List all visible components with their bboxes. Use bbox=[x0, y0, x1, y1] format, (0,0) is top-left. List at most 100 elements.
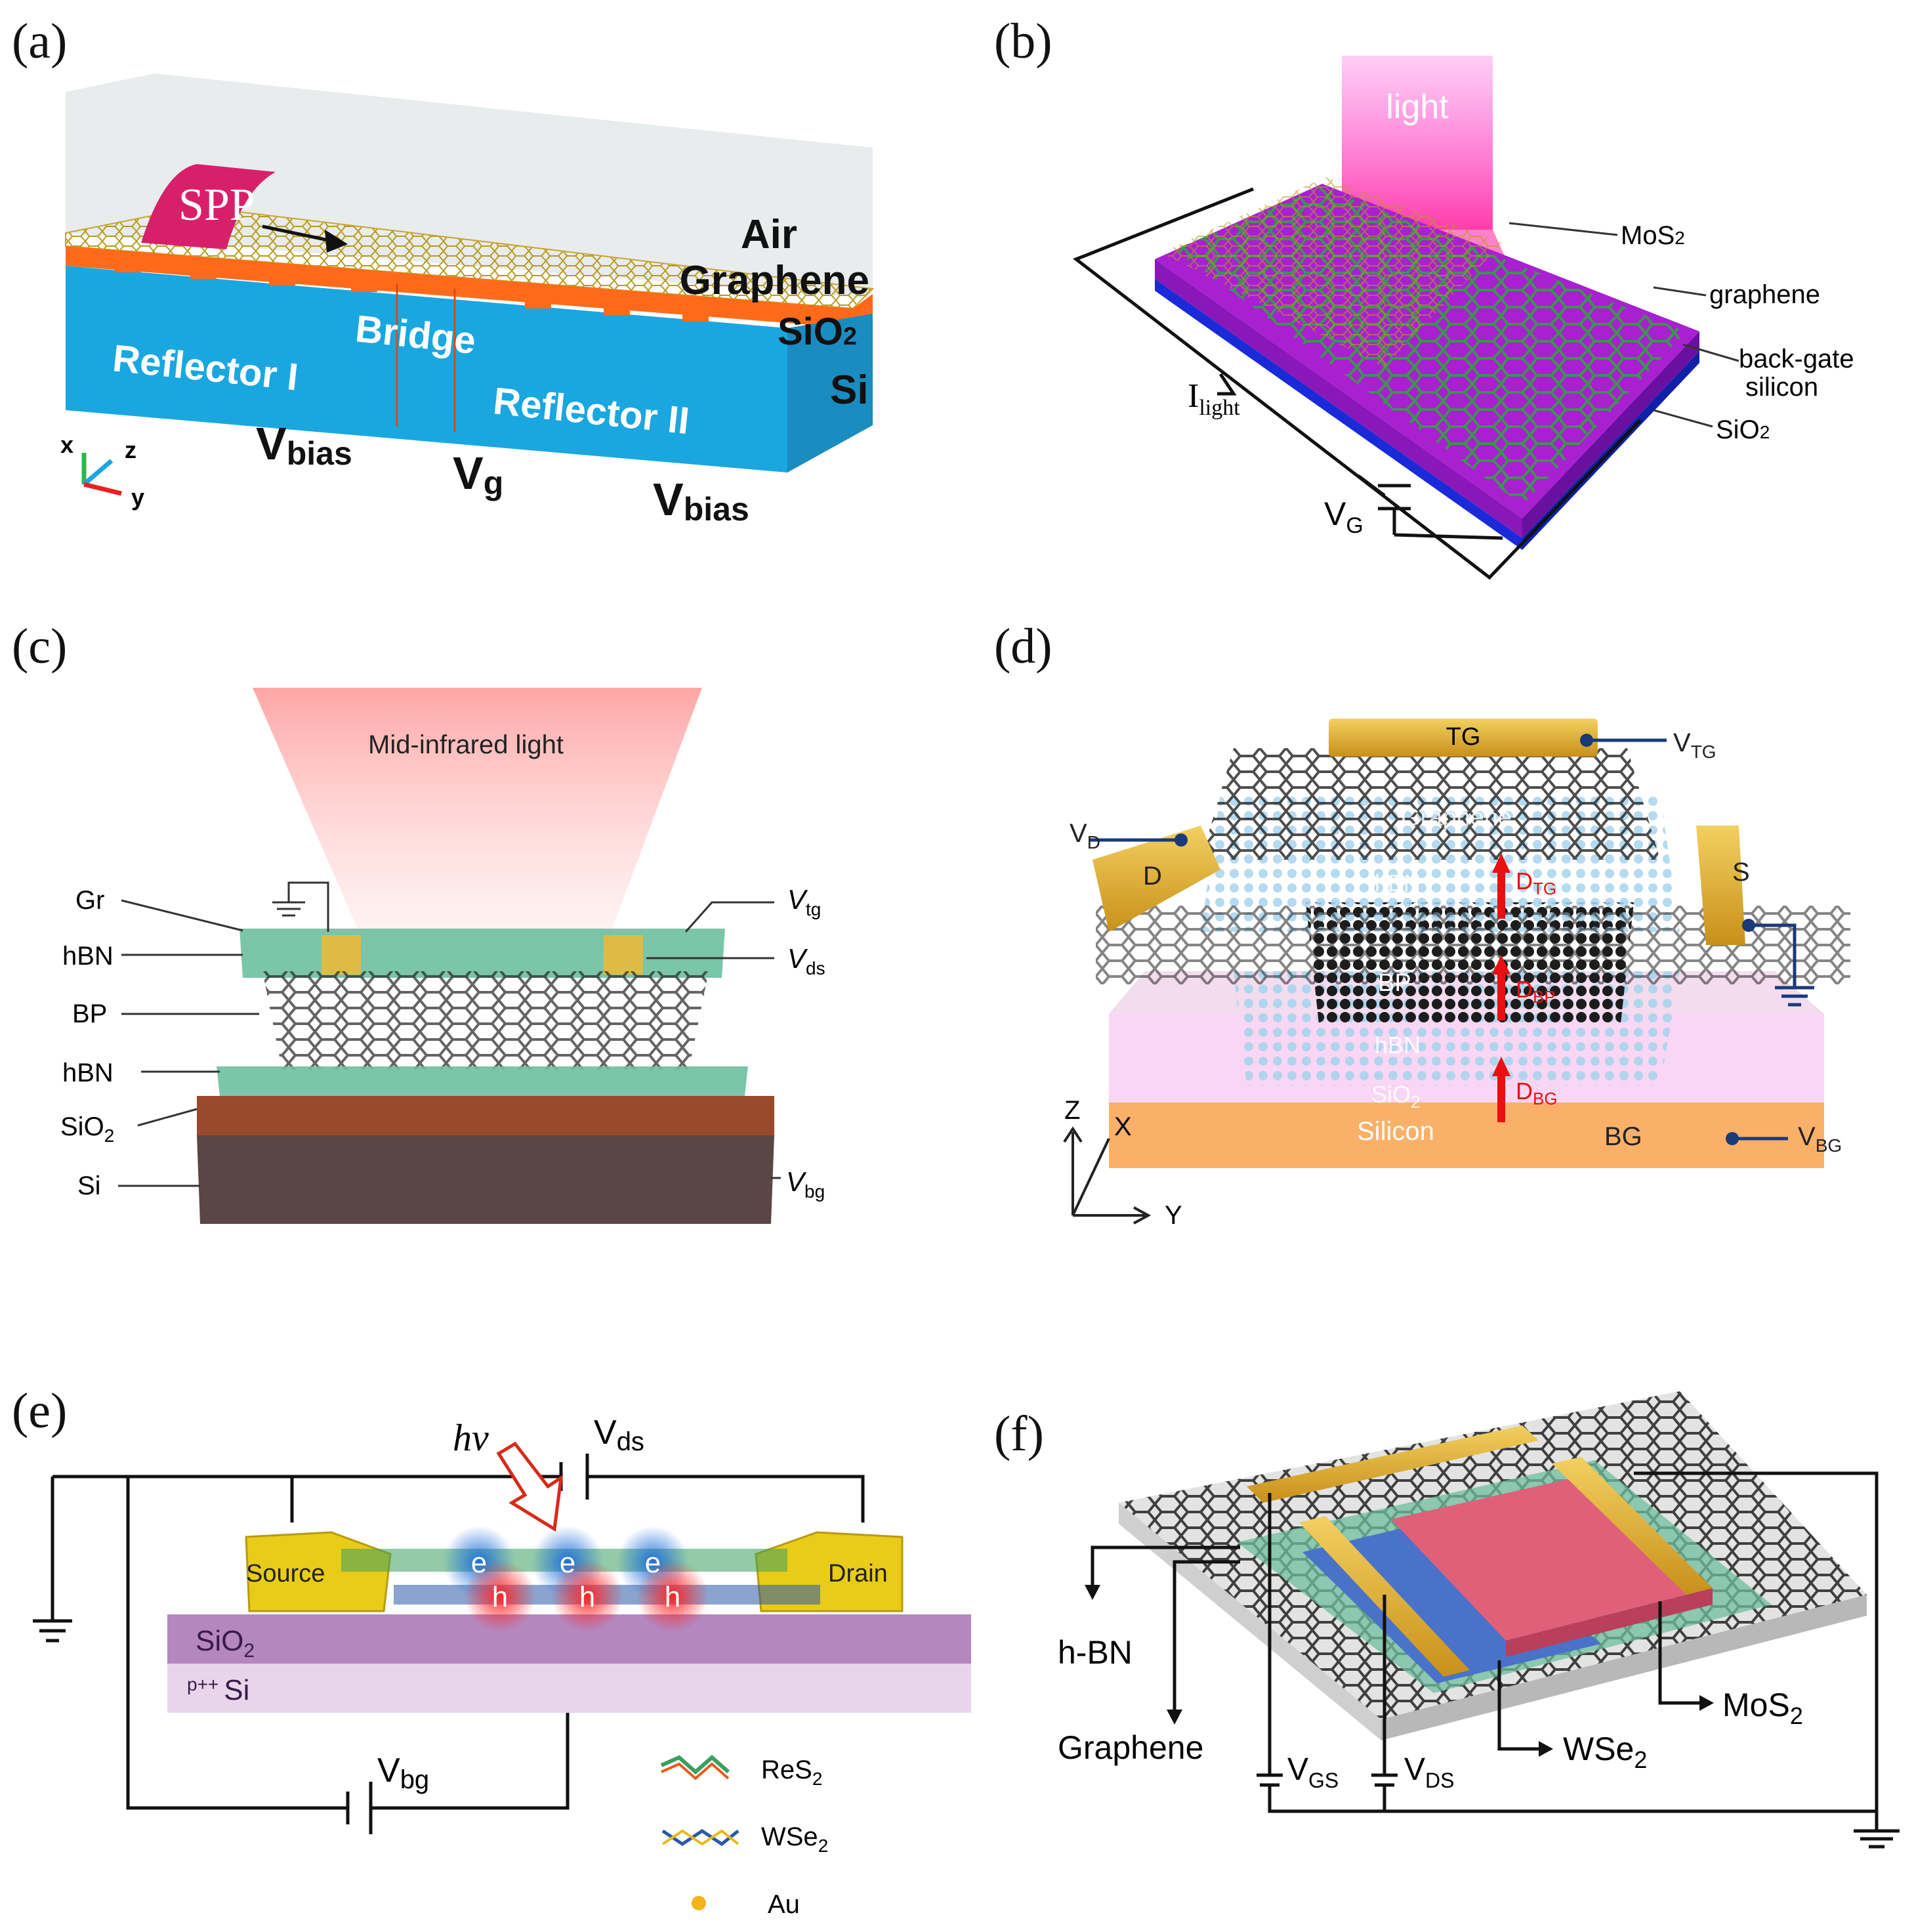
si-front-face bbox=[66, 266, 787, 472]
bp-layer bbox=[262, 971, 709, 1070]
vds-label-e: Vds bbox=[594, 1414, 644, 1456]
backgate-label-line2: silicon bbox=[1745, 373, 1818, 402]
bottom-hbn-layer bbox=[217, 1066, 748, 1096]
electron-2: e bbox=[560, 1547, 575, 1579]
si-label-c: Si bbox=[77, 1171, 101, 1200]
si-label: Si bbox=[830, 368, 869, 413]
svg-text:y: y bbox=[131, 484, 144, 511]
panel-f: (f) h bbox=[994, 1391, 1900, 1849]
graphene-label-d: Graphene bbox=[1401, 804, 1512, 831]
panel-f-letter: (f) bbox=[994, 1406, 1044, 1461]
sio2-label-c: SiO2 bbox=[60, 1112, 114, 1146]
hole-1: h bbox=[492, 1581, 508, 1613]
hbn-bottom-label-d: hBN bbox=[1375, 1032, 1421, 1059]
electron-1: e bbox=[471, 1547, 487, 1579]
sio2-label: SiO2 bbox=[778, 310, 857, 353]
electron-3: e bbox=[645, 1547, 661, 1579]
mos2-label: MoS2 bbox=[1621, 221, 1685, 250]
sio2-layer-c bbox=[197, 1096, 774, 1135]
sio2-label-e: SiO2 bbox=[196, 1625, 255, 1662]
mos2-label-f: MoS2 bbox=[1722, 1687, 1803, 1729]
sio2-label-b: SiO2 bbox=[1716, 415, 1770, 444]
svg-text:z: z bbox=[125, 436, 136, 463]
bp-label-d: BP bbox=[1378, 969, 1411, 997]
dbg-label: DBG bbox=[1516, 1078, 1558, 1108]
vbias-right-label: Vbias bbox=[653, 474, 749, 528]
si-side-face bbox=[787, 314, 873, 472]
vd-label: VD bbox=[1070, 819, 1100, 852]
sio2-label-d: SiO2 bbox=[1371, 1081, 1420, 1112]
s-label: S bbox=[1732, 858, 1750, 887]
vbg-label-c: Vbg bbox=[786, 1166, 825, 1202]
panel-d: (d) TG bbox=[994, 619, 1850, 1230]
vds-label-f: VDS bbox=[1404, 1752, 1454, 1792]
si-layer-c bbox=[197, 1135, 774, 1224]
light-label: light bbox=[1386, 88, 1449, 126]
graphene-top-d bbox=[1201, 748, 1660, 860]
spp-wave bbox=[141, 164, 276, 249]
vtg-label: VTG bbox=[1673, 728, 1716, 762]
tg-electrode bbox=[1329, 719, 1598, 757]
axes-triad-d: Z X Y bbox=[1063, 1096, 1182, 1230]
right-electrode-f bbox=[1552, 1457, 1713, 1595]
vg-label: Vg bbox=[453, 448, 503, 501]
graphene-label-b: graphene bbox=[1709, 280, 1820, 309]
vbg-label-d: VBG bbox=[1798, 1122, 1842, 1156]
spp-arrow bbox=[262, 224, 335, 243]
hole-2: h bbox=[579, 1581, 595, 1613]
panel-e-letter: (e) bbox=[12, 1383, 67, 1438]
panel-c-letter: (c) bbox=[12, 619, 67, 674]
top-hbn-layer bbox=[239, 929, 725, 978]
panel-a-letter: (a) bbox=[12, 14, 67, 69]
ilight-label: Ilight bbox=[1188, 377, 1240, 420]
wse2-label-f: WSe2 bbox=[1563, 1731, 1647, 1773]
backgate-label-line1: back-gate bbox=[1739, 345, 1854, 373]
d-electrode bbox=[1092, 826, 1220, 932]
legend-wse2: WSe2 bbox=[761, 1822, 828, 1856]
hbn-top-label-d: hBN bbox=[1375, 870, 1421, 896]
panel-a: (a) SPP Air Graphene SiO2 bbox=[12, 14, 875, 528]
sio2-strip bbox=[66, 246, 873, 328]
d-label: D bbox=[1143, 862, 1162, 891]
hole-3: h bbox=[665, 1581, 680, 1613]
legend-res2: ReS2 bbox=[761, 1755, 822, 1789]
source-label: Source bbox=[246, 1560, 325, 1587]
si-label-e: p++Si bbox=[187, 1674, 249, 1706]
current-loop bbox=[1072, 187, 1642, 580]
bp-label-c: BP bbox=[72, 999, 107, 1028]
legend-au: Au bbox=[768, 1890, 800, 1919]
vgs-label-f: VGS bbox=[1287, 1752, 1339, 1792]
vbias-left-label: Vbias bbox=[256, 418, 352, 472]
silicon-label-d: Silicon bbox=[1357, 1117, 1434, 1146]
panel-e: (e) e e e h h h bbox=[12, 1383, 971, 1919]
svg-text:X: X bbox=[1114, 1112, 1132, 1141]
graphene-label-f: Graphene bbox=[1058, 1729, 1203, 1766]
panel-d-letter: (d) bbox=[994, 619, 1052, 674]
svg-text:x: x bbox=[60, 431, 73, 458]
vg-label-b: VG bbox=[1324, 495, 1363, 538]
silicon-backgate bbox=[1155, 279, 1522, 550]
tg-label: TG bbox=[1446, 723, 1481, 751]
photon-arrow bbox=[496, 1441, 564, 1532]
silicon-layer-d bbox=[1109, 1102, 1824, 1168]
top-electrode-f bbox=[1247, 1425, 1539, 1503]
graphene-label: Graphene bbox=[680, 258, 869, 303]
air-label: Air bbox=[741, 212, 797, 257]
drain-label: Drain bbox=[828, 1560, 888, 1587]
s-electrode bbox=[1696, 826, 1745, 945]
svg-text:Z: Z bbox=[1064, 1096, 1080, 1125]
graphene-bottom-d bbox=[1096, 906, 1850, 984]
mid-ir-label: Mid-infrared light bbox=[368, 730, 564, 759]
hbn1-label-c: hBN bbox=[62, 942, 114, 971]
dtg-label: DTG bbox=[1516, 868, 1556, 898]
hv-label: hv bbox=[453, 1416, 489, 1459]
legend-e: ReS2 WSe2 Au bbox=[660, 1755, 828, 1919]
vbg-label-e: Vbg bbox=[377, 1752, 429, 1794]
hbn-label-f: h-BN bbox=[1058, 1634, 1133, 1671]
vds-label-c: Vds bbox=[787, 943, 825, 978]
spp-label: SPP bbox=[178, 180, 255, 230]
bg-label-d: BG bbox=[1604, 1122, 1642, 1151]
axes-triad-a: x z y bbox=[60, 431, 144, 511]
gr-label-c: Gr bbox=[75, 886, 104, 915]
